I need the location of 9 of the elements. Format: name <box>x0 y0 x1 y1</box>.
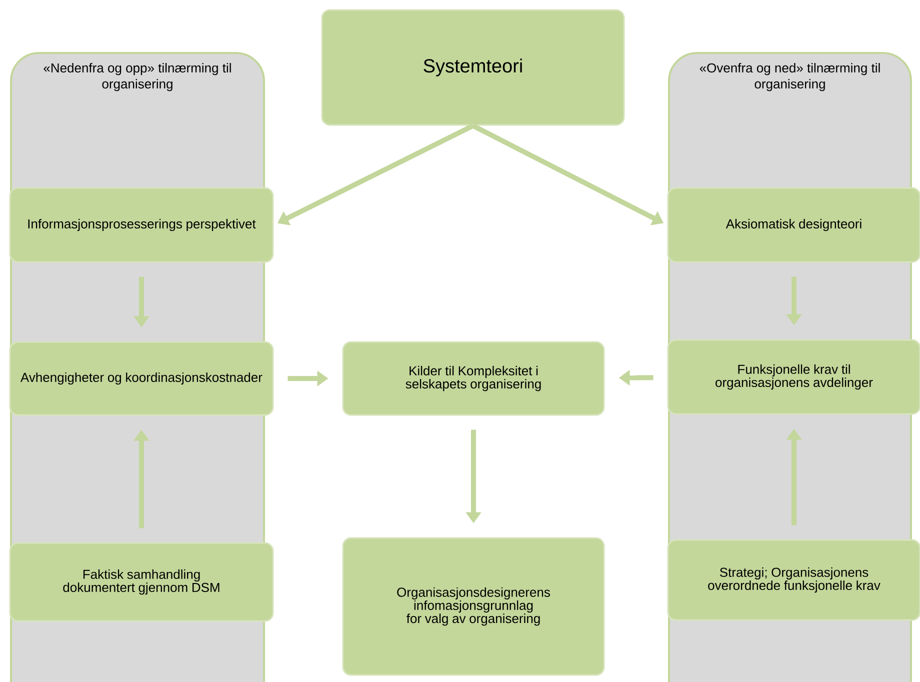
process-box: Organisasjonsdesignerens infomasjonsgrunnlag for valg av organisering <box>342 537 605 676</box>
process-box: Informasjonsprosesserings perspektivet <box>9 187 274 263</box>
process-box: Faktisk samhandling dokumentert gjennom DSM <box>9 542 274 622</box>
process-box: Funksjonelle krav til organisasjonens avdelinger <box>667 339 920 415</box>
process-box: Kilder til Kompleksitet i selskapets organisering <box>342 341 605 416</box>
process-box: Strategi; Organisasjonens overordnede funksjonelle krav <box>667 539 920 621</box>
process-box: Avhengigheter og koordinasjonskostnader <box>9 341 274 416</box>
title-box: Systemteori <box>321 9 625 126</box>
process-box: Aksiomatisk designteori <box>667 187 920 263</box>
